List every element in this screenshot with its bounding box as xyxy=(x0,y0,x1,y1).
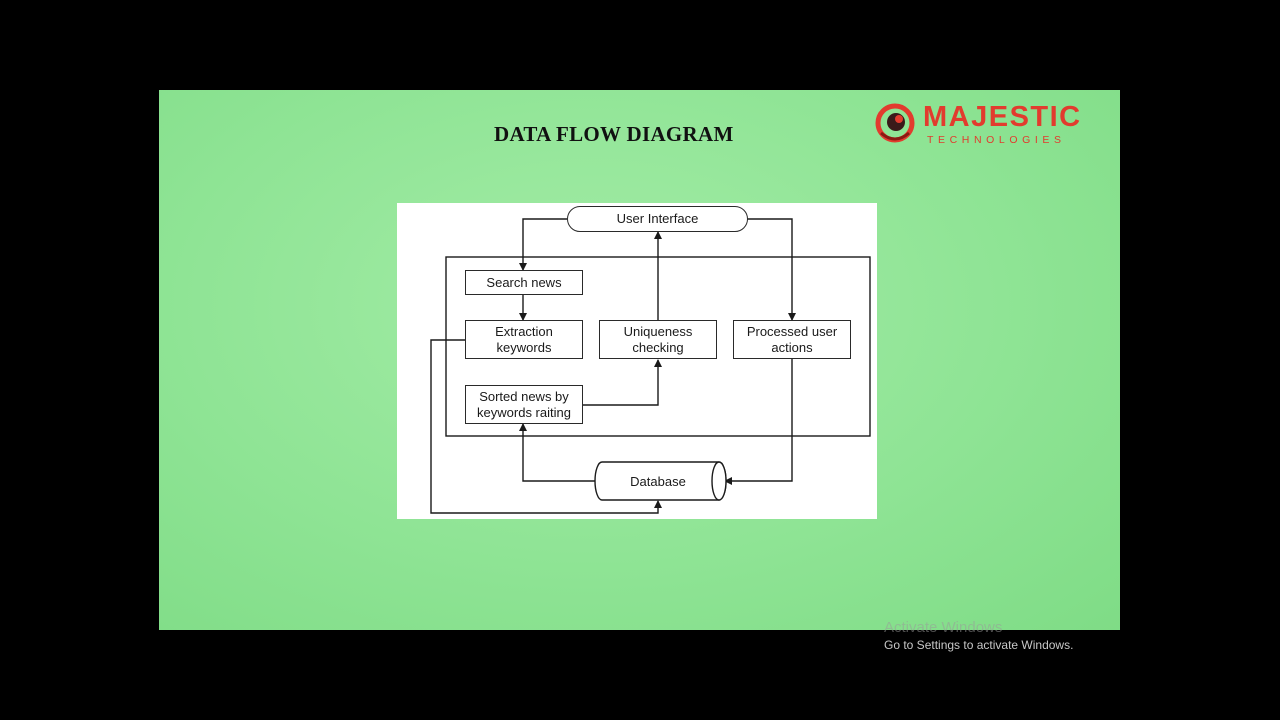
search-news-node: Search news xyxy=(465,270,583,295)
company-logo: MAJESTIC TECHNOLOGIES xyxy=(875,100,1115,150)
presentation-slide: DATA FLOW DIAGRAM MAJESTIC TECHNOLOGIES xyxy=(159,90,1120,630)
sorted-news-node: Sorted news by keywords raiting xyxy=(465,385,583,424)
uniqueness-checking-node: Uniqueness checking xyxy=(599,320,717,359)
extraction-keywords-node: Extraction keywords xyxy=(465,320,583,359)
activate-windows-watermark: Activate Windows Go to Settings to activ… xyxy=(884,619,1073,653)
slide-title: DATA FLOW DIAGRAM xyxy=(494,122,734,146)
processed-user-actions-node: Processed user actions xyxy=(733,320,851,359)
logo-mark-icon xyxy=(875,103,915,143)
watermark-title: Activate Windows xyxy=(884,619,1003,636)
arrow-extraction-to-database xyxy=(430,339,662,514)
arrow-database-to-sorted xyxy=(519,423,597,482)
database-label: Database xyxy=(630,473,686,489)
diagram-connectors xyxy=(430,218,871,514)
arrow-sorted-to-uniqueness xyxy=(582,359,662,406)
data-flow-diagram: User Interface Search news Extraction ke… xyxy=(397,203,877,519)
arrow-ui-to-search xyxy=(519,218,567,271)
logo-name: MAJESTIC xyxy=(923,101,1082,133)
user-interface-node: User Interface xyxy=(567,206,748,232)
watermark-subtitle: Go to Settings to activate Windows. xyxy=(884,638,1074,652)
logo-subtitle: TECHNOLOGIES xyxy=(927,134,1066,146)
arrow-processed-to-database xyxy=(724,359,793,485)
arrow-ui-to-processed xyxy=(747,218,796,321)
